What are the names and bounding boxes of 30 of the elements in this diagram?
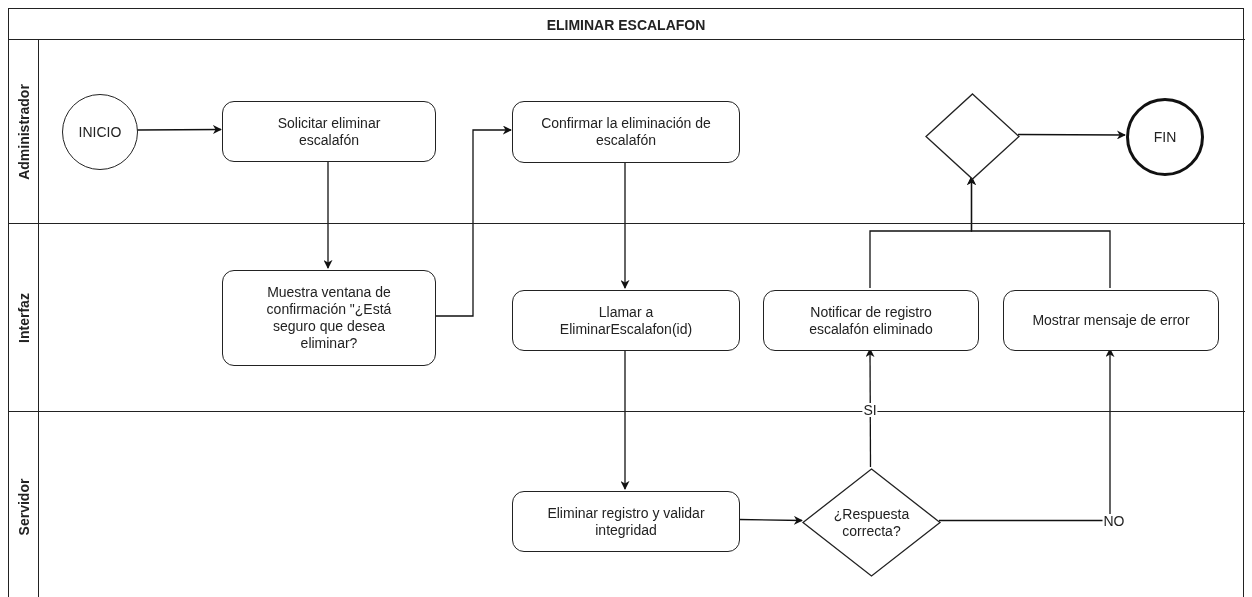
arrow <box>738 515 803 525</box>
diagram-title: ELIMINAR ESCALAFON <box>546 17 706 33</box>
edge-label: SI <box>862 403 878 417</box>
node-text: FIN <box>1153 128 1177 146</box>
process-box <box>512 101 740 163</box>
lane-label: Administrador <box>16 83 32 180</box>
lane-label: Interfaz <box>16 292 32 343</box>
edge-label: NO <box>1102 514 1126 528</box>
arrow <box>1017 130 1126 140</box>
node-text: ¿Respuesta correcta? <box>832 505 911 540</box>
process-box <box>763 290 979 351</box>
lane-label: Servidor <box>16 478 32 535</box>
process-box <box>512 491 740 552</box>
node-text: Confirmar la eliminación de escalafón <box>540 115 712 149</box>
node-text: Llamar a EliminarEscalafon(id) <box>558 303 694 338</box>
node-text: Eliminar registro y validar integridad <box>546 504 706 539</box>
arrow <box>136 125 222 135</box>
process-box <box>222 101 436 162</box>
node-text: Solicitar eliminar escalafón <box>276 114 382 149</box>
node-text: INICIO <box>78 123 122 141</box>
node-text: Muestra ventana de confirmación "¿Está seguro que desea eliminar? <box>265 284 393 352</box>
decision-diamond <box>926 94 1019 179</box>
node-text: Mostrar mensaje de error <box>1032 312 1190 329</box>
swimlane <box>9 39 1245 223</box>
process-box <box>512 290 740 351</box>
decision-diamond <box>803 469 940 576</box>
node-text: Notificar de registro escalafón eliminado <box>808 303 934 338</box>
process-box <box>1003 290 1219 351</box>
arrow <box>434 125 512 317</box>
process-box <box>222 270 436 366</box>
